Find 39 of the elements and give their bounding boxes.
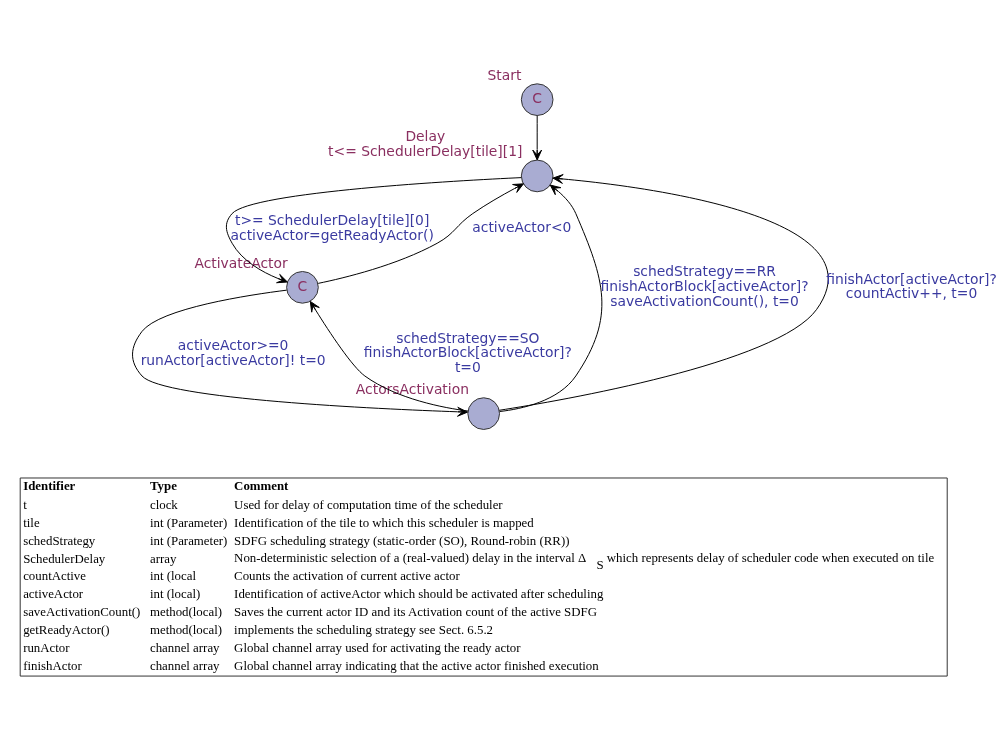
label: Counts the activation of current active actor xyxy=(234,569,460,584)
label: SDFG scheduling strategy (static-order (SO), Round-robin (RR)) xyxy=(234,533,570,548)
label: int (Parameter) xyxy=(149,515,228,530)
label: finishActor xyxy=(23,658,82,673)
label: Comment xyxy=(234,479,289,494)
label: SchedulerDelay xyxy=(23,551,106,566)
label: Identification of the tile to which this scheduler is mapped xyxy=(234,515,534,530)
label: activeActor xyxy=(23,587,84,602)
edge-label: t>= SchedulerDelay[tile][0] activeActor=getReadyActor() xyxy=(230,211,434,243)
node-label: Start xyxy=(487,67,522,84)
label: saveActivationCount() xyxy=(23,605,141,620)
label: int (local) xyxy=(149,587,201,602)
label: Identification of activeActor which should be activated after scheduling xyxy=(234,587,604,602)
label: method(local) xyxy=(149,605,223,620)
label: getReadyActor() xyxy=(23,622,110,637)
label: tile xyxy=(23,515,40,530)
label: int (local xyxy=(149,569,197,584)
label: Saves the current actor ID and its Activation count of the active SDFG xyxy=(234,605,597,620)
label: int (Parameter) xyxy=(149,533,228,548)
label: implements the scheduling strategy see Sect. 6.5.2 xyxy=(234,622,494,637)
label: runActor xyxy=(23,640,70,655)
label: Identifier xyxy=(23,479,76,494)
label: clock xyxy=(149,498,178,513)
label: countActive xyxy=(23,569,87,584)
edge-label: activeActor>=0 runActor[activeActor]! t=0 xyxy=(140,336,326,368)
label: channel array xyxy=(149,640,220,655)
label: Global channel array indicating that the active actor finished execution xyxy=(234,658,599,673)
edge-label: schedStrategy==SO finishActorBlock[activeActor]? t=0 xyxy=(363,329,572,376)
label: Used for delay of computation time of the scheduler xyxy=(234,498,503,513)
label: channel array xyxy=(149,658,220,673)
label: t xyxy=(23,498,27,513)
label: Type xyxy=(149,479,177,494)
label: Global channel array used for activating the ready actor xyxy=(234,640,521,655)
label: method(local) xyxy=(149,622,223,637)
edge-label: activeActor<0 xyxy=(472,219,572,236)
label: array xyxy=(149,551,177,566)
label: schedStrategy xyxy=(23,533,96,548)
node-label: t<= SchedulerDelay[tile][1] xyxy=(328,143,523,160)
node-label: Delay xyxy=(405,128,446,145)
